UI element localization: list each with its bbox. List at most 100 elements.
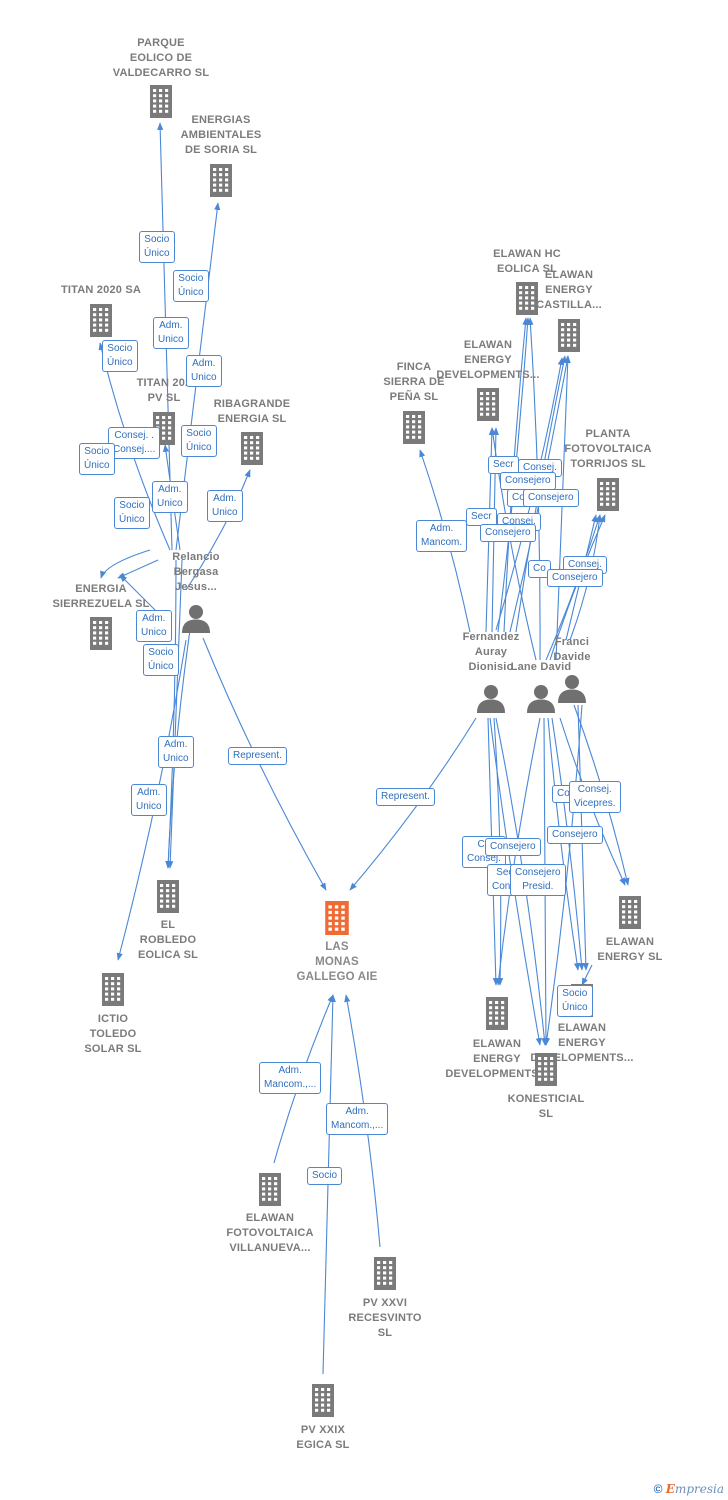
- copyright-symbol: ©: [653, 1482, 663, 1496]
- node-elawanenergy[interactable]: ELAWAN ENERGY SL: [565, 935, 695, 965]
- building-icon: [371, 1256, 399, 1295]
- edge-label[interactable]: Adm. Mancom.,...: [326, 1103, 389, 1135]
- person-icon: [181, 603, 211, 638]
- building-icon: [594, 477, 622, 516]
- edge-label[interactable]: Consej. Vicepres.: [569, 781, 621, 813]
- building-icon: [532, 1052, 560, 1091]
- edge-label[interactable]: Consejero Presid.: [510, 864, 566, 896]
- edge-label[interactable]: Consej. . Consej....: [108, 427, 161, 459]
- building-icon: [513, 281, 541, 320]
- building-icon: [555, 318, 583, 357]
- node-hceolica[interactable]: ELAWAN HC EOLICA SL: [462, 247, 592, 277]
- building-icon: [207, 163, 235, 202]
- node-label: Franci Davide: [553, 636, 591, 663]
- building-icon: [483, 996, 511, 1035]
- edge-label[interactable]: Adm. Unico: [136, 610, 172, 642]
- node-sierrezuela[interactable]: ENERGIA SIERREZUELA SL: [36, 582, 166, 612]
- building-icon: [147, 84, 175, 123]
- node-fernandez[interactable]: Fernandez Auray Dionisio: [426, 630, 556, 675]
- node-ictio[interactable]: ICTIO TOLEDO SOLAR SL: [48, 1012, 178, 1057]
- node-franci[interactable]: Franci Davide: [507, 635, 637, 665]
- node-label: PARQUE EOLICO DE VALDECARRO SL: [112, 37, 210, 79]
- node-relancio[interactable]: Relancio Bergasa Jesus...: [131, 550, 261, 595]
- edge-41: [581, 964, 593, 986]
- brand-name: mpresia: [674, 1482, 724, 1496]
- edge-label[interactable]: Represent.: [376, 788, 435, 806]
- edge-label[interactable]: Adm. Unico: [153, 317, 189, 349]
- edge-label[interactable]: Consejero: [480, 524, 536, 542]
- node-label: Fernandez Auray Dionisio: [462, 631, 520, 673]
- brand-footer[interactable]: © Empresia: [654, 1482, 724, 1496]
- node-label: Lane David: [510, 661, 572, 673]
- node-label: PLANTA FOTOVOLTAICA TORRIJOS SL: [564, 428, 652, 470]
- edge-label[interactable]: Adm. Unico: [186, 355, 222, 387]
- building-icon: [87, 616, 115, 655]
- node-label: FINCA SIERRA DE PEÑA SL: [383, 361, 445, 403]
- building-icon: [87, 303, 115, 342]
- edge-label[interactable]: Socio Único: [181, 425, 217, 457]
- edge-label[interactable]: Socio Único: [143, 644, 179, 676]
- edge-label[interactable]: Socio Único: [102, 340, 138, 372]
- edge-label[interactable]: Socio Único: [79, 443, 115, 475]
- node-energias[interactable]: ENERGIAS AMBIENTALES DE SORIA SL: [156, 113, 286, 158]
- node-villanueva[interactable]: ELAWAN FOTOVOLTAICA VILLANUEVA...: [205, 1211, 335, 1256]
- edge-label[interactable]: Socio Único: [139, 231, 175, 263]
- edge-label[interactable]: Represent.: [228, 747, 287, 765]
- edge-label[interactable]: Adm. Unico: [158, 736, 194, 768]
- node-titanpv[interactable]: TITAN 202 PV SL: [99, 376, 229, 406]
- node-parque[interactable]: PARQUE EOLICO DE VALDECARRO SL: [96, 36, 226, 81]
- edge-label[interactable]: Adm. Mancom.: [416, 520, 468, 552]
- node-devtop[interactable]: ELAWAN ENERGY DEVELOPMENTS...: [423, 338, 553, 383]
- edge-36: [551, 717, 585, 971]
- node-torrijos[interactable]: PLANTA FOTOVOLTAICA TORRIJOS SL: [543, 427, 673, 472]
- node-label: ELAWAN ENERGY CASTILLA...: [536, 269, 602, 311]
- node-label: RIBAGRANDE ENERGIA SL: [213, 398, 291, 425]
- edge-label[interactable]: Adm. Unico: [152, 481, 188, 513]
- edge-label[interactable]: Adm. Unico: [131, 784, 167, 816]
- edge-label[interactable]: Socio Único: [114, 497, 150, 529]
- edge-label[interactable]: Socio Único: [557, 985, 593, 1017]
- edge-label[interactable]: Consejero: [547, 569, 603, 587]
- edge-label[interactable]: Consejero: [547, 826, 603, 844]
- main-building-icon: [322, 901, 352, 940]
- node-robledo[interactable]: EL ROBLEDO EOLICA SL: [103, 918, 233, 963]
- building-icon: [256, 1172, 284, 1211]
- node-ribagrande[interactable]: RIBAGRANDE ENERGIA SL: [187, 397, 317, 427]
- node-castilla[interactable]: ELAWAN ENERGY CASTILLA...: [504, 268, 634, 313]
- node-label: LAS MONAS GALLEGO AIE: [296, 941, 378, 983]
- edge-4: [185, 469, 251, 591]
- edge-5: [100, 549, 151, 579]
- node-label: ELAWAN ENERGY SL: [597, 936, 663, 963]
- building-icon: [474, 387, 502, 426]
- building-icon: [154, 879, 182, 918]
- node-konesticial[interactable]: KONESTICIAL SL: [481, 1092, 611, 1122]
- node-lane[interactable]: Lane David: [476, 660, 606, 675]
- node-finca[interactable]: FINCA SIERRA DE PEÑA SL: [349, 360, 479, 405]
- edge-label[interactable]: Adm. Mancom.,...: [259, 1062, 322, 1094]
- node-egica[interactable]: PV XXIX EGICA SL: [258, 1423, 388, 1453]
- node-label: ENERGIA SIERREZUELA SL: [52, 583, 150, 610]
- edge-label[interactable]: Consejero: [500, 472, 556, 490]
- node-lasmonas[interactable]: LAS MONAS GALLEGO AIE: [272, 940, 402, 985]
- node-label: ELAWAN HC EOLICA SL: [493, 248, 561, 275]
- edge-40: [543, 704, 583, 1046]
- building-icon: [238, 431, 266, 470]
- node-label: KONESTICIAL SL: [507, 1093, 585, 1120]
- edge-label[interactable]: Socio Único: [173, 270, 209, 302]
- node-label: ENERGIAS AMBIENTALES DE SORIA SL: [180, 114, 262, 156]
- building-icon: [309, 1383, 337, 1422]
- edge-26: [555, 355, 571, 661]
- edge-label[interactable]: Adm. Unico: [207, 490, 243, 522]
- node-label: ELAWAN ENERGY DEVELOPMENTS...: [445, 1038, 549, 1080]
- node-label: TITAN 2020 SA: [60, 284, 142, 296]
- person-icon: [476, 683, 506, 718]
- edge-label[interactable]: Consejero: [523, 489, 579, 507]
- node-titan2020[interactable]: TITAN 2020 SA: [36, 283, 166, 298]
- edge-label[interactable]: Consejero: [485, 838, 541, 856]
- node-label: EL ROBLEDO EOLICA SL: [137, 919, 199, 961]
- node-label: ELAWAN FOTOVOLTAICA VILLANUEVA...: [226, 1212, 314, 1254]
- edge-label[interactable]: Socio: [307, 1167, 343, 1185]
- node-recesvinto[interactable]: PV XXVI RECESVINTO SL: [320, 1296, 450, 1341]
- node-devleft[interactable]: ELAWAN ENERGY DEVELOPMENTS...: [432, 1037, 562, 1082]
